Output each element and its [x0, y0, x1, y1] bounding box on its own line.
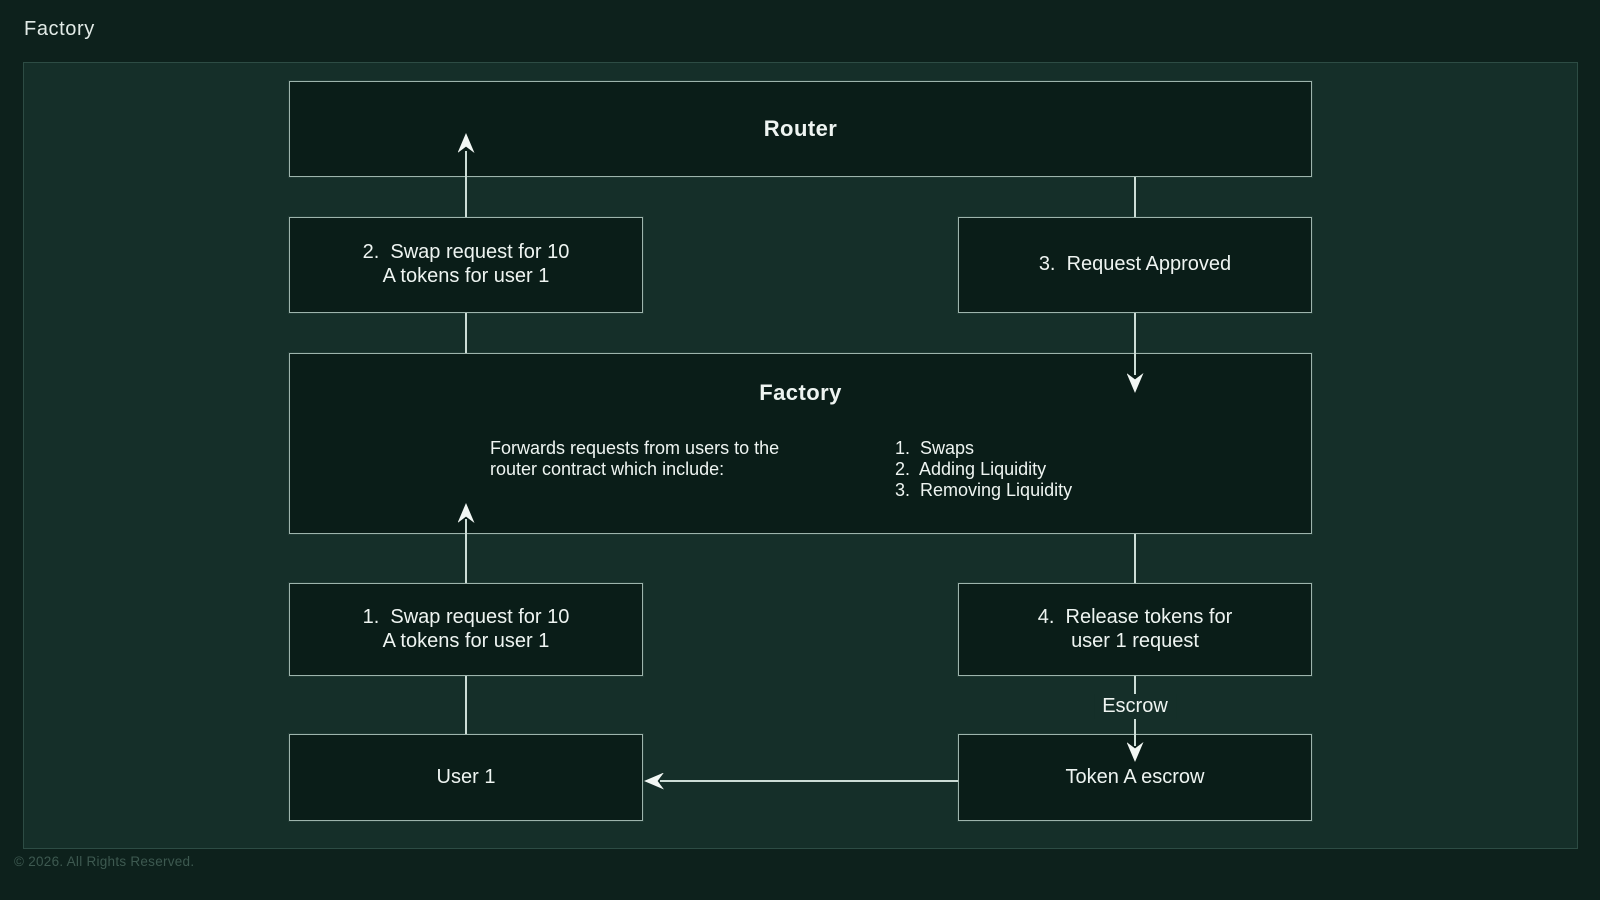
- swap1-line1: 1. Swap request for 10: [362, 605, 570, 628]
- release-line2: user 1 request: [1071, 629, 1199, 652]
- swap2-line1: 2. Swap request for 10: [362, 241, 570, 264]
- router-title: Router: [763, 116, 838, 142]
- connector-swap2-to-factory: [465, 313, 467, 353]
- diagram-canvas: Router 2. Swap request for 10 A tokens f…: [23, 62, 1578, 849]
- node-user-1: User 1: [289, 734, 643, 821]
- factory-title: Factory: [759, 380, 842, 405]
- node-swap-request-2: 2. Swap request for 10 A tokens for user…: [289, 217, 643, 313]
- user1-label: User 1: [436, 765, 496, 788]
- factory-list: 1. Swaps 2. Adding Liquidity 3. Removing…: [895, 438, 1072, 501]
- page-title: Factory: [24, 18, 95, 40]
- node-release-tokens: 4. Release tokens for user 1 request: [958, 583, 1312, 676]
- factory-list-item-3: 3. Removing Liquidity: [895, 479, 1073, 500]
- node-router: Router: [289, 81, 1312, 177]
- connector-into-token-escrow: [1134, 734, 1136, 746]
- factory-description-line1: Forwards requests from users to the: [490, 438, 780, 458]
- token-escrow-label: Token A escrow: [1065, 765, 1205, 788]
- factory-description: Forwards requests from users to the rout…: [490, 438, 779, 480]
- connector-user1-to-swap1: [465, 676, 467, 734]
- copyright: © 2026. All Rights Reserved.: [14, 854, 195, 869]
- release-line1: 4. Release tokens for: [1037, 605, 1233, 628]
- connector-router-to-approved: [1134, 177, 1136, 217]
- factory-list-item-2: 2. Adding Liquidity: [895, 458, 1047, 479]
- swap2-line2: A tokens for user 1: [382, 265, 550, 287]
- node-token-a-escrow: Token A escrow: [958, 734, 1312, 821]
- connector-factory-to-release: [1134, 534, 1136, 583]
- node-factory: Factory Forwards requests from users to …: [289, 353, 1312, 534]
- factory-description-line2: router contract which include:: [490, 458, 725, 479]
- node-request-approved: 3. Request Approved: [958, 217, 1312, 313]
- connector-approved-to-factory: [1134, 313, 1136, 375]
- connector-swap1-to-factory: [465, 519, 467, 583]
- swap1-line2: A tokens for user 1: [382, 629, 550, 652]
- escrow-edge-label: Escrow: [1094, 694, 1176, 719]
- approved-label: 3. Request Approved: [1038, 253, 1232, 276]
- connector-swap2-to-router: [465, 151, 467, 217]
- factory-list-item-1: 1. Swaps: [895, 438, 975, 458]
- connector-token-escrow-to-user1: [660, 780, 958, 782]
- node-swap-request-1: 1. Swap request for 10 A tokens for user…: [289, 583, 643, 676]
